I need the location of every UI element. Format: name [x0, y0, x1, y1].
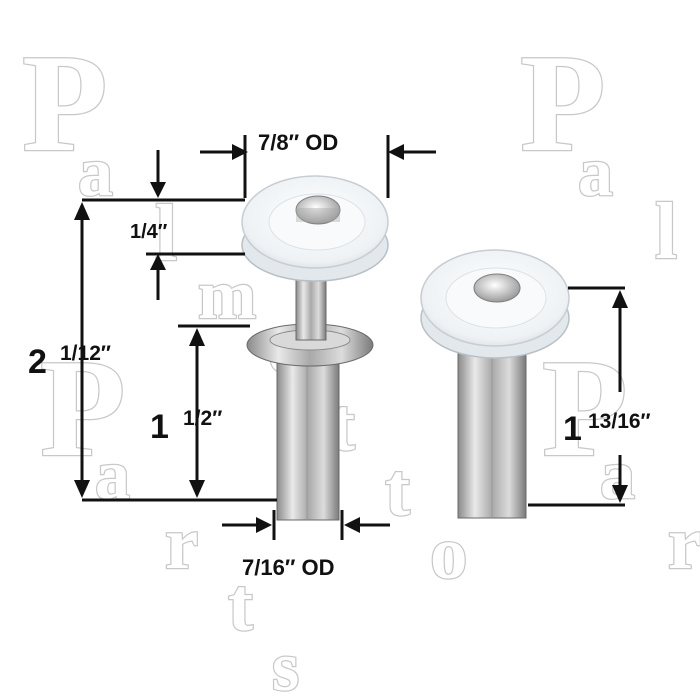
- watermark-letter: a: [578, 134, 613, 211]
- overall-height-fraction: 1/12″: [60, 342, 111, 365]
- watermark: P a l m e t t o P a r t s P a l P a r: [21, 25, 700, 700]
- watermark-letter: P: [542, 331, 628, 486]
- left-stem-part: [241, 175, 389, 521]
- top-od-label: 7/8″ OD: [258, 130, 338, 155]
- watermark-letter: t: [228, 564, 253, 647]
- watermark-letter: a: [600, 437, 635, 514]
- right-screw-head: [473, 273, 521, 303]
- watermark-letter: a: [95, 437, 130, 514]
- watermark-letter: P: [22, 26, 108, 181]
- watermark-letter: P: [520, 26, 606, 181]
- stem-height-fraction: 1/2″: [183, 407, 222, 430]
- watermark-letter: l: [655, 188, 677, 276]
- watermark-letter: o: [430, 512, 468, 595]
- watermark-letter: t: [385, 449, 410, 532]
- dimension-lines: [74, 135, 628, 540]
- watermark-letter: r: [165, 502, 198, 585]
- right-stem-part: [420, 249, 570, 519]
- watermark-letter: s: [272, 629, 299, 700]
- overall-height-whole: 2: [28, 343, 47, 381]
- right-height-fraction: 13/16″: [588, 410, 651, 433]
- watermark-letter: m: [198, 257, 256, 334]
- stem-height-whole: 1: [150, 408, 169, 446]
- left-screw-head: [295, 195, 341, 225]
- watermark-letter: r: [668, 502, 700, 585]
- bottom-od-label: 7/16″ OD: [242, 555, 334, 580]
- dimension-labels: 7/8″ OD 1/4″ 2 1/12″ 1 1/2″ 1 13/16″ 7/1…: [28, 130, 651, 580]
- watermark-letter: l: [155, 190, 177, 278]
- cap-height-label: 1/4″: [130, 221, 168, 243]
- left-lower-stem: [276, 361, 340, 521]
- right-height-whole: 1: [563, 410, 582, 448]
